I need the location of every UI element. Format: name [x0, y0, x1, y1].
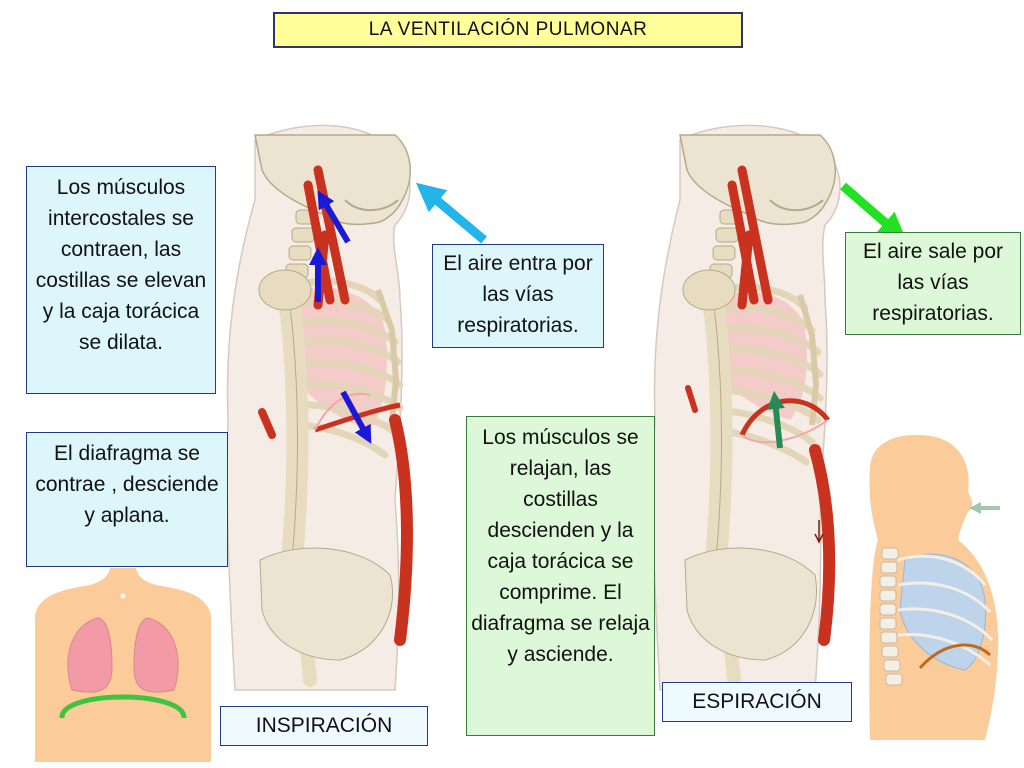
inspiration-muscles-note: Los músculos intercostales se contraen, … [26, 166, 216, 394]
expiration-figure [652, 124, 907, 691]
inspiration-figure [226, 124, 487, 691]
expiration-muscles-note: Los músculos se relajan, las costillas d… [466, 416, 655, 736]
inspiration-air-note: El aire entra por las vías respiratorias… [432, 244, 604, 348]
front-torso-diagram [35, 568, 211, 762]
inspiration-phase-label: INSPIRACIÓN [220, 706, 428, 746]
page-title: LA VENTILACIÓN PULMONAR [273, 12, 743, 48]
expiration-air-note: El aire sale por las vías respiratorias. [845, 232, 1021, 335]
side-torso-diagram [869, 435, 1000, 740]
inspiration-diaphragm-note: El diafragma se contrae , desciende y ap… [26, 432, 228, 567]
expiration-phase-label: ESPIRACIÓN [662, 682, 852, 722]
